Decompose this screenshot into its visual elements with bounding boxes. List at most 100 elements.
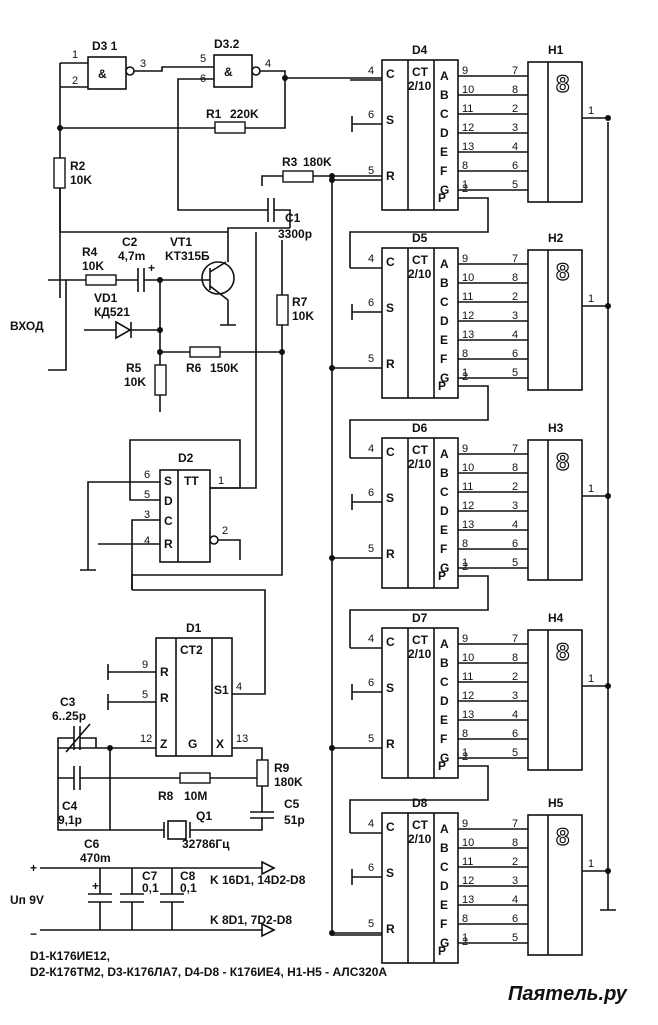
- diode-vd1-name: VD1: [94, 291, 118, 305]
- counter-pin-r: 5: [368, 918, 374, 930]
- counter-output-pin: 13: [462, 709, 474, 721]
- counter-label-p: P: [438, 569, 446, 583]
- counter-pin-s: 6: [368, 109, 374, 121]
- power-label: Uп 9V: [10, 893, 44, 907]
- counter-output-label: A: [440, 637, 449, 651]
- junction: [157, 327, 163, 333]
- counter-output-label: G: [440, 751, 449, 765]
- resistor-r6: R6 150K: [160, 346, 282, 375]
- resistor-r5: R5 10K: [124, 361, 167, 396]
- display-segment-pin: 6: [512, 538, 518, 550]
- capacitor-c2-symbol: [116, 268, 200, 292]
- counter-output-label: E: [440, 523, 448, 537]
- wire-counter-s-gnd: [351, 494, 382, 510]
- gate-d3-2-symbol: &: [224, 65, 233, 79]
- resistor-r9-value: 180K: [274, 775, 303, 789]
- watermark: Паяmeль.ру: [508, 983, 628, 1005]
- counter-output-pin: 10: [462, 272, 474, 284]
- display-digit-icon: 8: [556, 71, 569, 98]
- counter-output-pin: 9: [462, 253, 468, 265]
- counter-output-label: E: [440, 898, 448, 912]
- junction: [605, 115, 611, 121]
- wire-d31-inputs: [59, 62, 88, 298]
- counter-output-label: F: [440, 917, 447, 931]
- resistor-r9-body: [256, 759, 269, 787]
- display-segment-pin: 8: [512, 837, 518, 849]
- display-segment-pin: 8: [512, 462, 518, 474]
- capacitor-c4: C4 9,1p: [57, 748, 180, 827]
- counter-output-pin: 1: [462, 747, 468, 759]
- counter-output-label: C: [440, 860, 449, 874]
- counter-output-label: B: [440, 88, 449, 102]
- chip-d1-g: G: [188, 737, 197, 751]
- display-name: H3: [548, 421, 564, 435]
- counter-label-s: S: [386, 113, 394, 127]
- display-segment-pin: 7: [512, 65, 518, 77]
- gate-d3-1-pin-a: 1: [72, 49, 78, 61]
- display-common-pin: 1: [588, 293, 594, 305]
- resistor-r1-name: R1: [206, 107, 222, 121]
- display-segment-pin: 4: [512, 519, 518, 531]
- counter-pin-s: 6: [368, 862, 374, 874]
- display-segment-pin: 6: [512, 160, 518, 172]
- wire-d1-r1-gnd: [107, 664, 156, 680]
- resistor-r2-value: 10K: [70, 173, 92, 187]
- resistor-r7: R7 10K: [276, 294, 314, 326]
- resistor-r3: R3 180K: [261, 155, 388, 186]
- chip-d2-c: C: [164, 514, 173, 528]
- wire-d32-in2: [177, 78, 265, 211]
- counter-pin-r: 5: [368, 733, 374, 745]
- gate-d3-2-pin-a: 5: [200, 53, 206, 65]
- diode-vd1-type: КД521: [94, 305, 130, 319]
- counter-d5-body: [381, 247, 459, 399]
- display-segment-pin: 2: [512, 481, 518, 493]
- gate-d3-1-pin-b: 2: [72, 75, 78, 87]
- resistor-r5-name: R5: [126, 361, 142, 375]
- wire-r2-down: [59, 188, 228, 233]
- counter-pin-c: 4: [368, 443, 374, 455]
- display-common-pin: 1: [588, 483, 594, 495]
- power-section: + − Uп 9V C6 470m + C7 0,1 C8 0,1 K 16D1…: [10, 837, 306, 941]
- resistor-r3-value: 180K: [303, 155, 332, 169]
- display-segment-pin: 2: [512, 856, 518, 868]
- chip-d1-pin13: 13: [236, 733, 248, 745]
- capacitor-c8-name: C8: [180, 869, 196, 883]
- resistor-r2-body: [53, 157, 66, 189]
- counter-label-r: R: [386, 169, 395, 183]
- crystal-q1-name: Q1: [196, 809, 212, 823]
- wire-vt1-emitter-gnd: [220, 300, 236, 326]
- resistor-r6-body: [189, 346, 221, 358]
- counter-output-pin: 10: [462, 652, 474, 664]
- counter-output-label: D: [440, 879, 449, 893]
- junction: [329, 745, 335, 751]
- resistor-r1-body: [214, 121, 246, 134]
- capacitor-c5: C5 51p: [200, 797, 305, 831]
- display-segment-pin: 5: [512, 932, 518, 944]
- counter-output-label: D: [440, 694, 449, 708]
- counter-pin-s: 6: [368, 487, 374, 499]
- chip-d2-pin2: 2: [222, 525, 228, 537]
- capacitor-c6-plus: +: [92, 879, 99, 893]
- chip-d2-pin3: 3: [144, 509, 150, 521]
- counter-pin-s: 6: [368, 677, 374, 689]
- chip-d1-pin12: 12: [140, 733, 152, 745]
- display-segment-pin: 7: [512, 633, 518, 645]
- counter-output-label: D: [440, 126, 449, 140]
- capacitor-c2-value: 4,7m: [118, 249, 145, 263]
- display-segment-pin: 8: [512, 272, 518, 284]
- chip-d2-pin4: 4: [144, 535, 150, 547]
- display-name: H4: [548, 611, 564, 625]
- resistor-r5-body: [154, 364, 167, 396]
- capacitor-c3-symbol: [57, 726, 97, 750]
- counter-output-label: C: [440, 295, 449, 309]
- counter-output-label: A: [440, 69, 449, 83]
- counter-pin-c: 4: [368, 65, 374, 77]
- resistor-r8: R8 10M: [158, 772, 262, 803]
- counter-output-pin: 8: [462, 913, 468, 925]
- display-segment-pin: 7: [512, 443, 518, 455]
- wire-d2-s-gnd: [80, 481, 160, 571]
- counter-name: D5: [412, 231, 428, 245]
- display-common-pin: 1: [588, 673, 594, 685]
- crystal-q1-body: [167, 820, 187, 840]
